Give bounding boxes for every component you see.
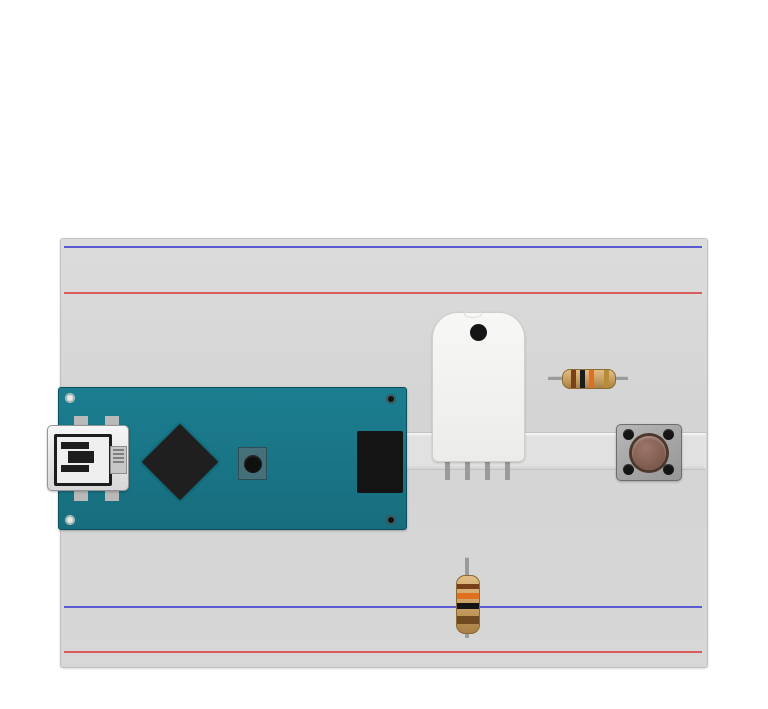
dht22-top-notch [464,310,482,318]
resistor-band-brown [457,584,479,589]
mounting-hole [65,393,75,403]
arduino-nano-board[interactable] [47,387,407,530]
reset-button-cap[interactable] [243,454,262,473]
resistor-band-orange [457,593,479,599]
dht22-leg [445,455,450,480]
bottom-negative-rail-line [64,606,702,608]
resistor-band-brown [571,370,576,388]
bottom-positive-rail-line [64,651,702,653]
top-negative-rail-line [64,246,702,248]
resistor-vertical-10k[interactable] [456,575,480,634]
reset-button[interactable] [238,447,267,480]
usb-contact-ribs [110,446,127,474]
dht22-sensor[interactable] [432,310,525,462]
resistor-horizontal-10k[interactable] [562,369,616,389]
icsp-header [357,431,403,493]
resistor-band-orange [589,370,594,388]
mounting-hole [65,515,75,525]
dht22-leg [465,455,470,480]
resistor-band-black [580,370,585,388]
top-positive-rail-line [64,292,702,294]
dht22-leg [505,455,510,480]
mounting-hole [386,515,396,525]
usb-anchor-pad [74,489,88,501]
pushbutton-cap[interactable] [632,436,666,470]
mcu-chip [141,423,219,501]
dht22-leg [485,455,490,480]
dht22-top-dot [470,324,487,341]
mini-usb-connector [47,425,129,491]
resistor-band-gold [604,370,609,388]
pushbutton[interactable] [616,424,682,481]
resistor-band-black [457,603,479,609]
mounting-hole [386,394,396,404]
resistor-band-gold [457,616,479,624]
usb-anchor-pad [105,489,119,501]
